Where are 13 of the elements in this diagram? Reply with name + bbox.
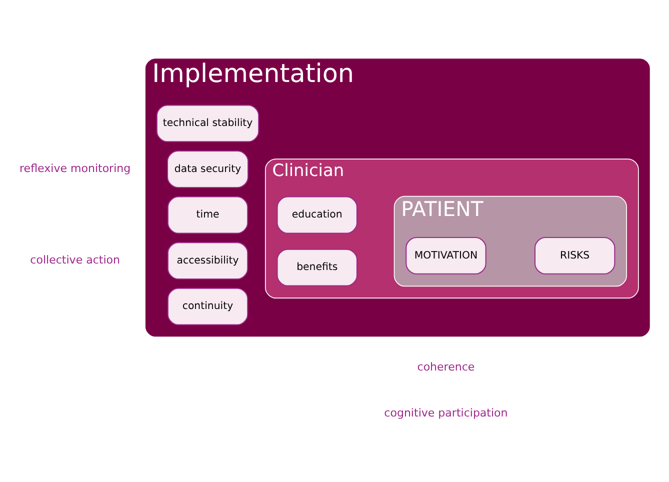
node-box: technical stability (156, 104, 260, 142)
node-box: accessibility (167, 242, 248, 280)
label: collective action (30, 253, 120, 266)
label: cognitive participation (384, 406, 508, 419)
node-box: education (276, 196, 358, 234)
node-box: time (167, 196, 248, 234)
label: reflexive monitoring (20, 162, 131, 175)
node-box: benefits (276, 248, 358, 286)
node-box: RISKS (534, 236, 616, 274)
node-box: MOTIVATION (406, 236, 486, 274)
node-box: data security (166, 150, 249, 188)
label: coherence (417, 360, 475, 373)
node-box: continuity (167, 287, 248, 325)
